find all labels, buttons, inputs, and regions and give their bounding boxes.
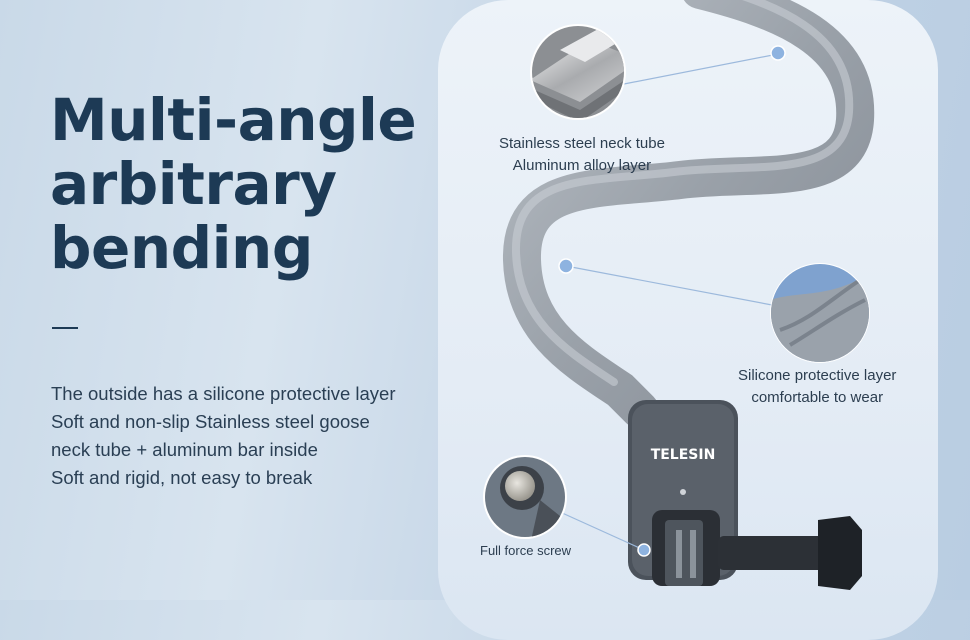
steel-callout-line-1: Stainless steel neck tube — [499, 135, 665, 152]
screw-detail-circle — [483, 455, 567, 539]
steel-detail-circle — [530, 24, 626, 120]
description-line-1: The outside has a silicone protective la… — [51, 383, 396, 404]
silicone-detail-circle — [770, 263, 870, 363]
screw-callout-line-1: Full force screw — [480, 543, 572, 558]
description: The outside has a silicone protective la… — [51, 380, 451, 492]
steel-callout-dot — [770, 45, 786, 61]
telesin-logo: TELESIN — [651, 447, 716, 463]
divider — [52, 327, 78, 329]
headline-line-1: Multi-angle — [50, 86, 417, 154]
screw-callout: Full force screw — [480, 540, 571, 562]
thumb-screw-shaft — [718, 536, 828, 570]
product-illustration: TELESIN — [483, 0, 875, 590]
headline-line-2: arbitrary — [50, 150, 337, 218]
screw-callout-dot — [637, 543, 651, 557]
steel-callout: Stainless steel neck tube Aluminum alloy… — [499, 133, 665, 177]
description-line-3: neck tube + aluminum bar inside — [51, 439, 318, 460]
description-line-2: Soft and non-slip Stainless steel goose — [51, 411, 370, 432]
headline-line-3: bending — [50, 214, 313, 282]
silicone-callout-line-1: Silicone protective layer — [738, 367, 897, 384]
description-line-4: Soft and rigid, not easy to break — [51, 467, 313, 488]
headline: Multi-angle arbitrary bending — [50, 88, 450, 280]
silicone-callout-line-2: comfortable to wear — [751, 389, 884, 406]
steel-callout-line-2: Aluminum alloy layer — [512, 157, 652, 174]
silicone-callout: Silicone protective layer comfortable to… — [738, 365, 896, 409]
silicone-callout-dot — [558, 258, 574, 274]
thumb-screw-knob — [818, 516, 862, 590]
